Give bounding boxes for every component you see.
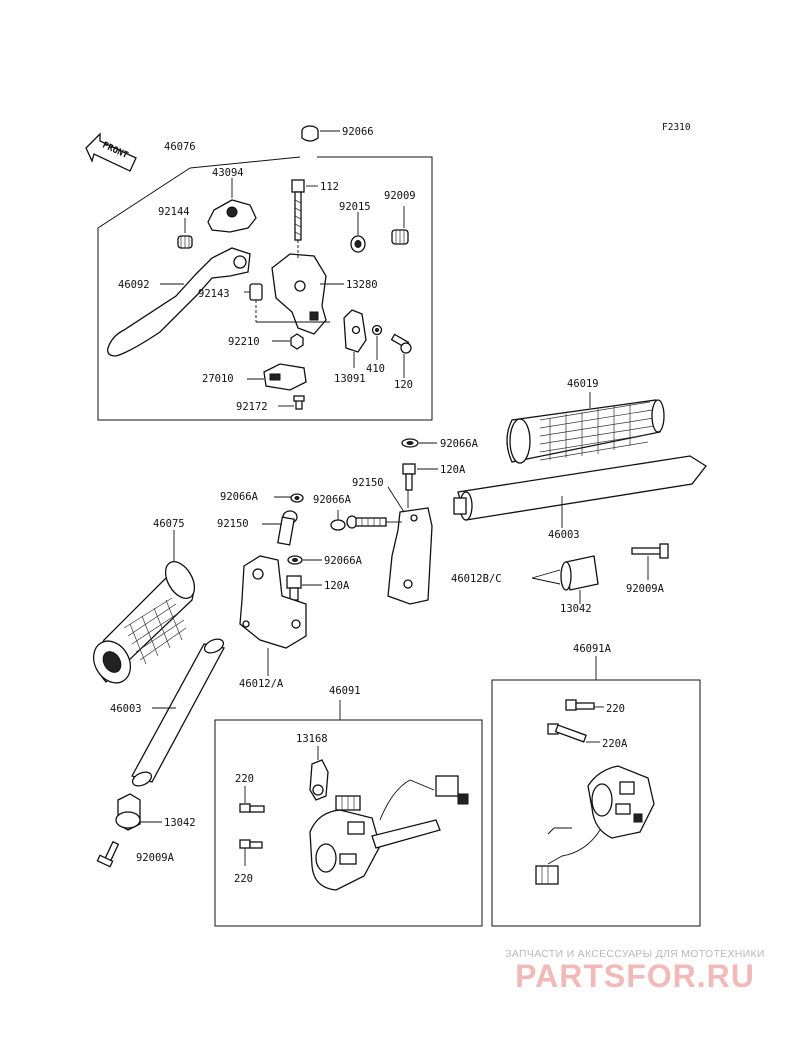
- label-92009A-right: 92009A: [626, 583, 665, 595]
- figure-code: F2310: [662, 122, 691, 133]
- bolt-112-part: [291, 179, 305, 241]
- label-43094: 43094: [212, 167, 244, 179]
- label-46075: 46075: [153, 518, 185, 530]
- label-92066A-left-1: 92066A: [220, 491, 259, 503]
- label-112: 112: [320, 181, 339, 193]
- connector-13168-part: [309, 759, 329, 801]
- label-46012BC: 46012B/C: [451, 573, 502, 585]
- switch-housing-right-part: [535, 765, 655, 885]
- label-220-right: 220: [606, 703, 625, 715]
- label-220A-right: 220A: [602, 738, 628, 750]
- label-92066A-top: 92066A: [440, 438, 479, 450]
- label-92066A-left-3: 92066A: [324, 555, 363, 567]
- label-92066A-left-2: 92066A: [313, 494, 352, 506]
- screw-92009A-right-part: [631, 543, 669, 559]
- label-120: 120: [394, 379, 413, 391]
- label-46092: 46092: [118, 279, 150, 291]
- label-13042-left: 13042: [164, 817, 196, 829]
- screw-92172-part: [293, 395, 305, 410]
- housing-46012BC-part: [387, 507, 433, 605]
- weight-13042-left-part: [115, 793, 141, 831]
- holder-13280-part: [271, 253, 327, 335]
- bolt-92150-left-part: [277, 510, 298, 546]
- switch-housing-left-part: [309, 775, 469, 891]
- cap-92066-part: [301, 125, 319, 142]
- screw-220A-right-part: [547, 723, 587, 743]
- collar-92143-part: [249, 283, 263, 301]
- label-120A-left: 120A: [324, 580, 350, 592]
- throttle-tube-46003-right-part: [453, 455, 707, 521]
- label-13042-right: 13042: [560, 603, 592, 615]
- label-410: 410: [366, 363, 385, 375]
- lever-assembly-box: [97, 156, 433, 421]
- lever-box-top-left: [189, 156, 301, 169]
- grip-46019-part: [506, 399, 665, 464]
- label-46076: 46076: [164, 141, 196, 153]
- screw-120A-left-part: [286, 575, 302, 601]
- label-92150-left: 92150: [217, 518, 249, 530]
- watermark: ЗАПЧАСТИ И АКСЕССУАРЫ ДЛЯ МОТОТЕХНИКИ PA…: [480, 948, 790, 995]
- adjuster-92009-part: [391, 229, 409, 245]
- watermark-tagline: ЗАПЧАСТИ И АКСЕССУАРЫ ДЛЯ МОТОТЕХНИКИ: [505, 948, 765, 960]
- label-46012A: 46012/A: [239, 678, 284, 690]
- label-92015: 92015: [339, 201, 371, 213]
- label-92210: 92210: [228, 336, 260, 348]
- screw-120A-top-part: [402, 463, 416, 491]
- label-13091: 13091: [334, 373, 366, 385]
- label-92172: 92172: [236, 401, 268, 413]
- nut-92210-part: [290, 333, 304, 350]
- label-92009A-left: 92009A: [136, 852, 175, 864]
- label-92150-right: 92150: [352, 477, 384, 489]
- lever-46092-part: [107, 247, 251, 357]
- label-92009: 92009: [384, 190, 416, 202]
- washer-92066A-l1-part: [290, 493, 304, 503]
- label-46091A: 46091A: [573, 643, 612, 655]
- label-120A-top: 120A: [440, 464, 466, 476]
- housing-46012A-part: [239, 555, 307, 649]
- washer-92066A-top-part: [401, 438, 419, 448]
- label-92144: 92144: [158, 206, 190, 218]
- label-46091: 46091: [329, 685, 361, 697]
- washer-92066A-l2-part: [330, 519, 346, 531]
- washer-92066A-l3-part: [287, 555, 303, 565]
- label-27010: 27010: [202, 373, 234, 385]
- washer-410-part: [371, 324, 383, 336]
- switch-27010-part: [263, 363, 307, 391]
- front-arrow-icon: FRONT: [85, 132, 137, 172]
- label-13280: 13280: [346, 279, 378, 291]
- screw-92009A-left-part: [96, 840, 120, 868]
- label-13168: 13168: [296, 733, 328, 745]
- weight-13042-right-part: [560, 555, 599, 591]
- switch-box-46091: [214, 719, 483, 927]
- screw-220-a-part: [239, 803, 265, 813]
- spring-92144-part: [177, 235, 193, 249]
- grip-46075-part: [92, 561, 196, 684]
- label-46003-right: 46003: [548, 529, 580, 541]
- label-220-b: 220: [234, 873, 253, 885]
- screw-120-part: [390, 333, 412, 354]
- label-220-a: 220: [235, 773, 254, 785]
- clamp-13091-part: [343, 309, 367, 353]
- nut-92015-part: [350, 235, 366, 253]
- bracket-43094-part: [207, 199, 257, 233]
- watermark-brand: PARTSFOR.RU: [515, 958, 755, 994]
- screw-220-right-part: [565, 699, 595, 711]
- bolt-92150-right-part: [346, 515, 402, 529]
- label-92066: 92066: [342, 126, 374, 138]
- label-92143: 92143: [198, 288, 230, 300]
- label-46019: 46019: [567, 378, 599, 390]
- screw-220-b-part: [239, 839, 263, 849]
- tube-46003-left-part: [131, 638, 225, 787]
- label-46003-left: 46003: [110, 703, 142, 715]
